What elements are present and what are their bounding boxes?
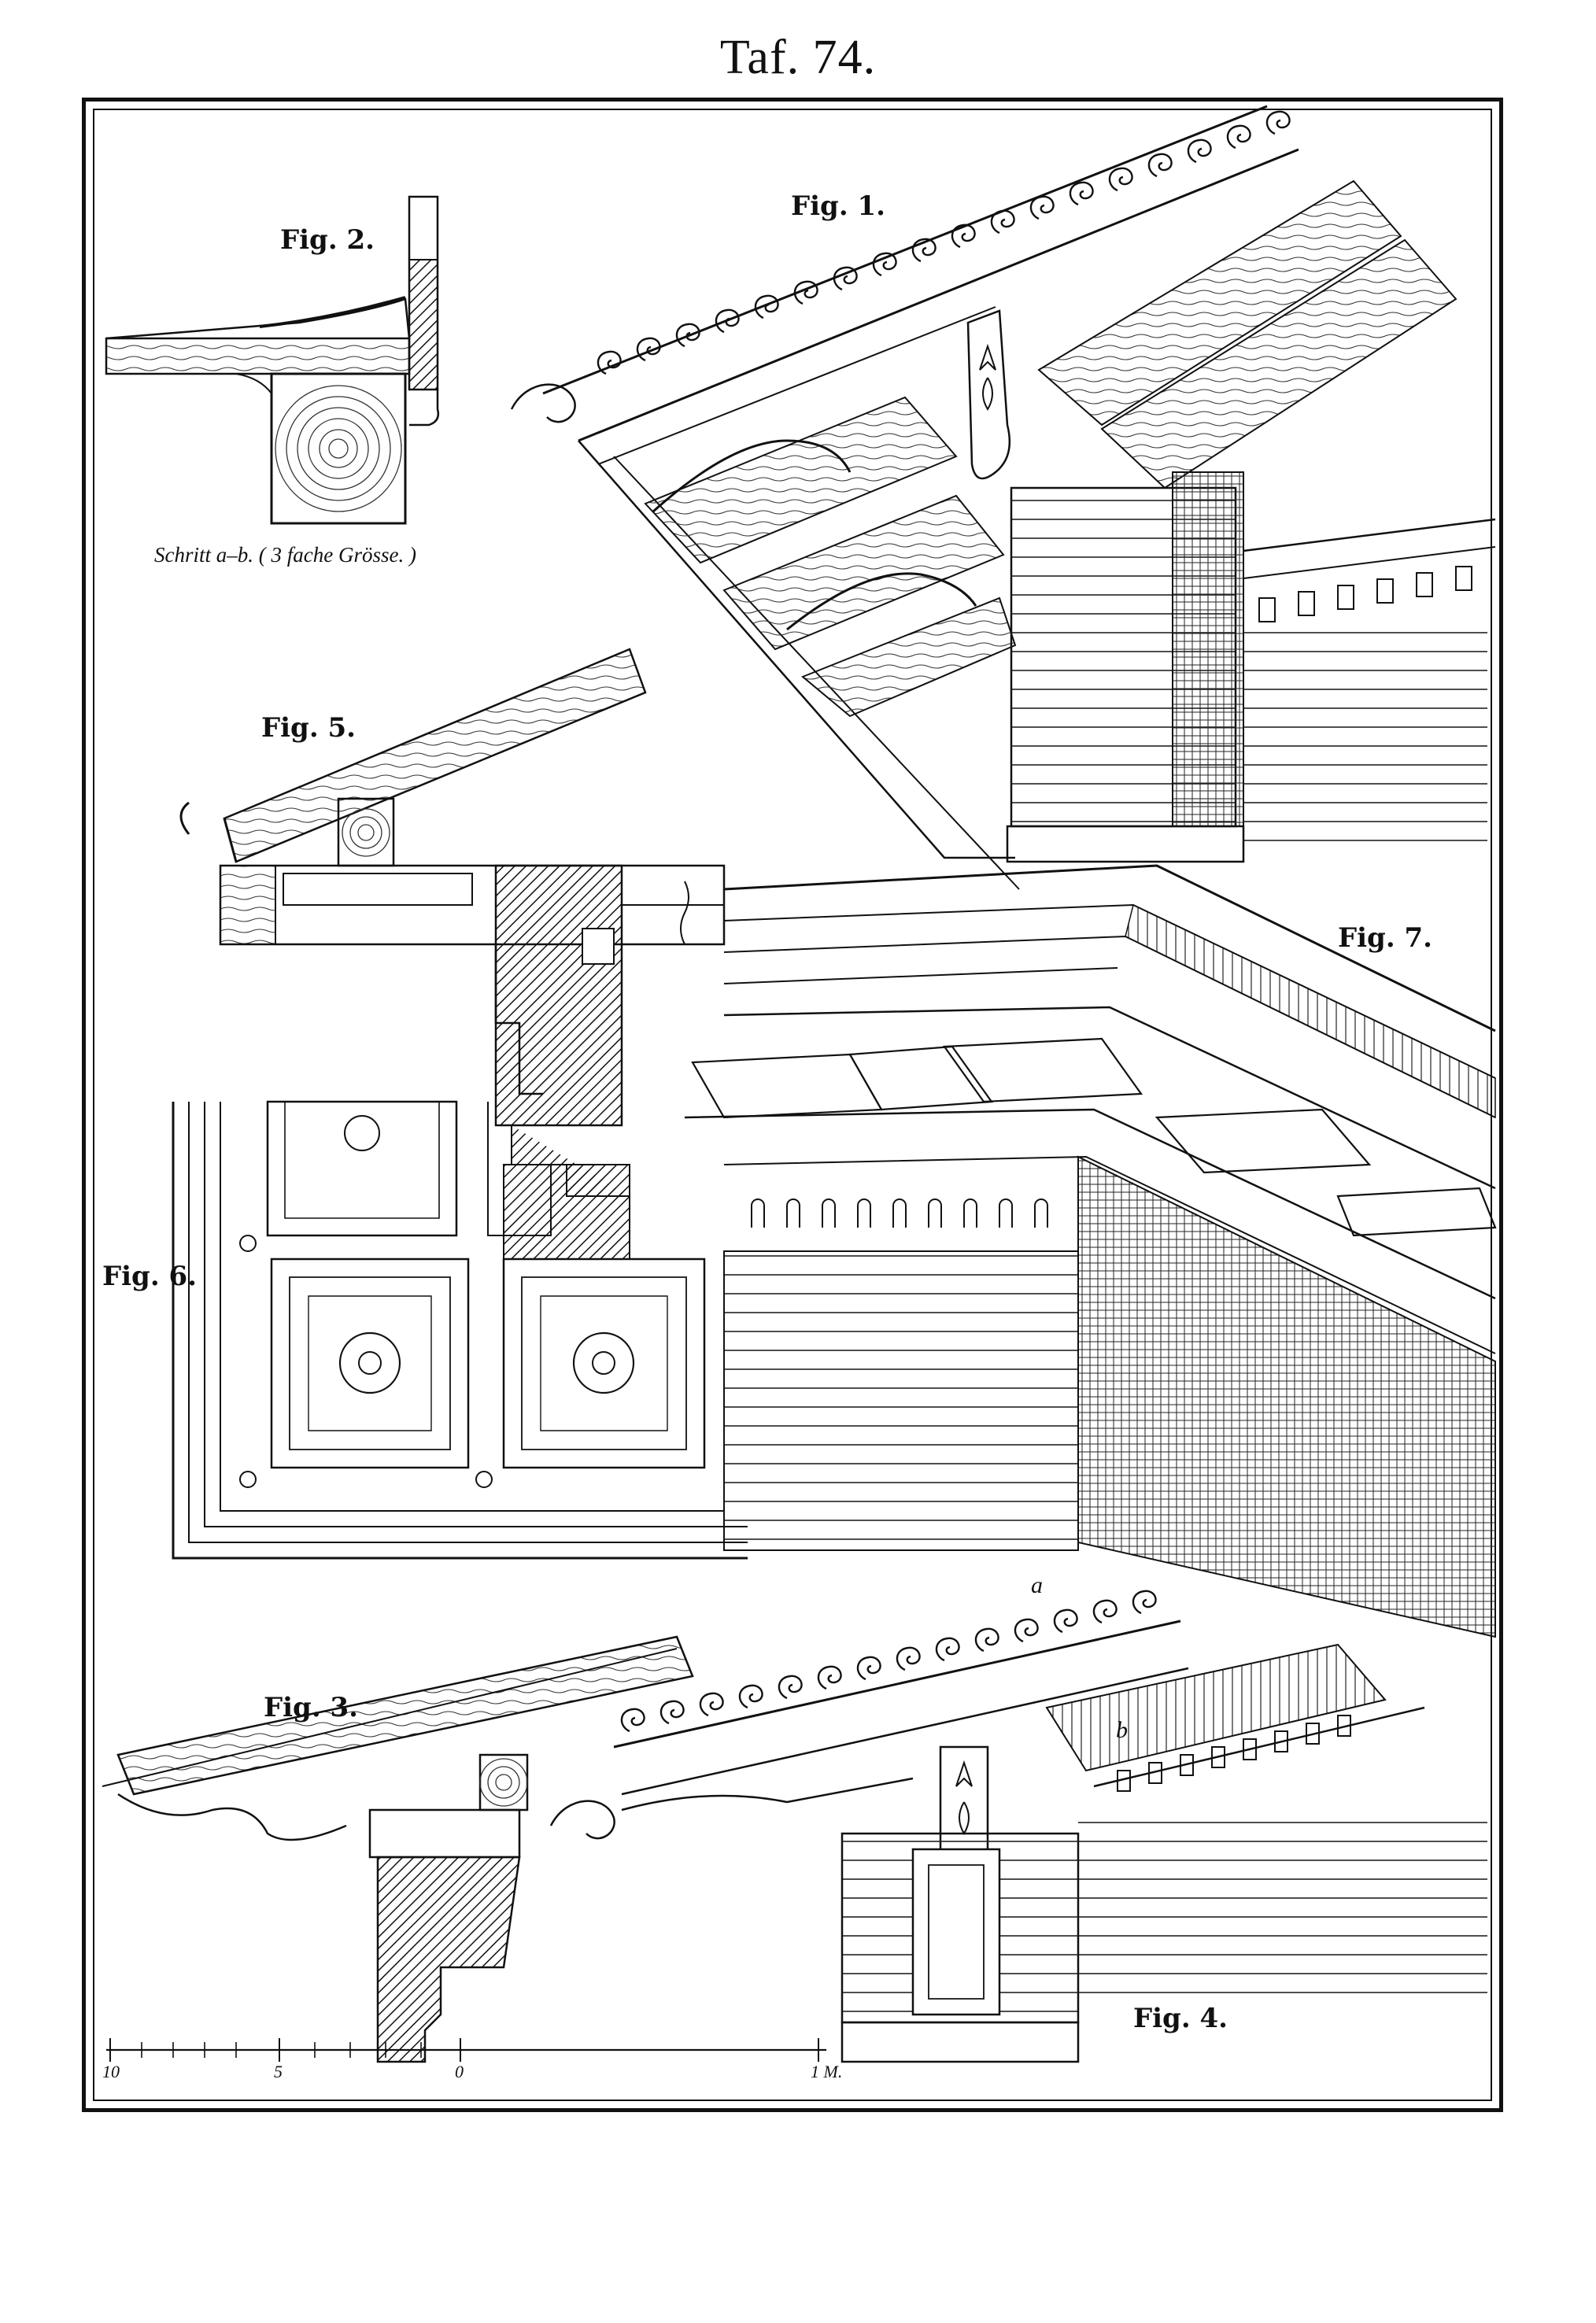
fig7-label: Fig. 7. [1338, 922, 1432, 954]
fig2-drawing [106, 197, 438, 523]
fig1-label: Fig. 1. [791, 190, 885, 222]
fig7-dentil-arches [752, 1199, 1047, 1228]
fig5-label: Fig. 5. [261, 712, 356, 744]
scale-label-0: 0 [455, 2062, 464, 2081]
scale-label-10: 10 [102, 2062, 120, 2081]
fig5-drawing [181, 649, 724, 1196]
fig1-bracket [968, 311, 1010, 478]
fig4-label: Fig. 4. [1133, 2003, 1228, 2034]
fig4-letter-b: b [1116, 1717, 1128, 1743]
fig2-label: Fig. 2. [280, 224, 375, 256]
fig4-letter-a: a [1031, 1572, 1043, 1598]
fig1-roof-boards [1039, 181, 1456, 488]
scale-bar [106, 2038, 826, 2062]
fig3-label: Fig. 3. [264, 1692, 358, 1723]
scale-label-1m: 1 M. [811, 2062, 843, 2081]
plate-frame-outer [82, 98, 1503, 2112]
fig7-drawing [685, 866, 1495, 1637]
fig4-drawing [551, 1590, 1487, 2062]
fig6-drawing [173, 1102, 748, 1558]
fig3-drawing [102, 1432, 818, 2062]
plate-title: Taf. 74. [719, 31, 877, 84]
fig1-drawing [512, 106, 1495, 889]
scale-label-5: 5 [274, 2062, 283, 2081]
fig6-label: Fig. 6. [102, 1261, 197, 1292]
fig2-caption: Schritt a–b. ( 3 fache Grösse. ) [154, 543, 416, 567]
fig1-soffit-panels [645, 397, 1015, 716]
